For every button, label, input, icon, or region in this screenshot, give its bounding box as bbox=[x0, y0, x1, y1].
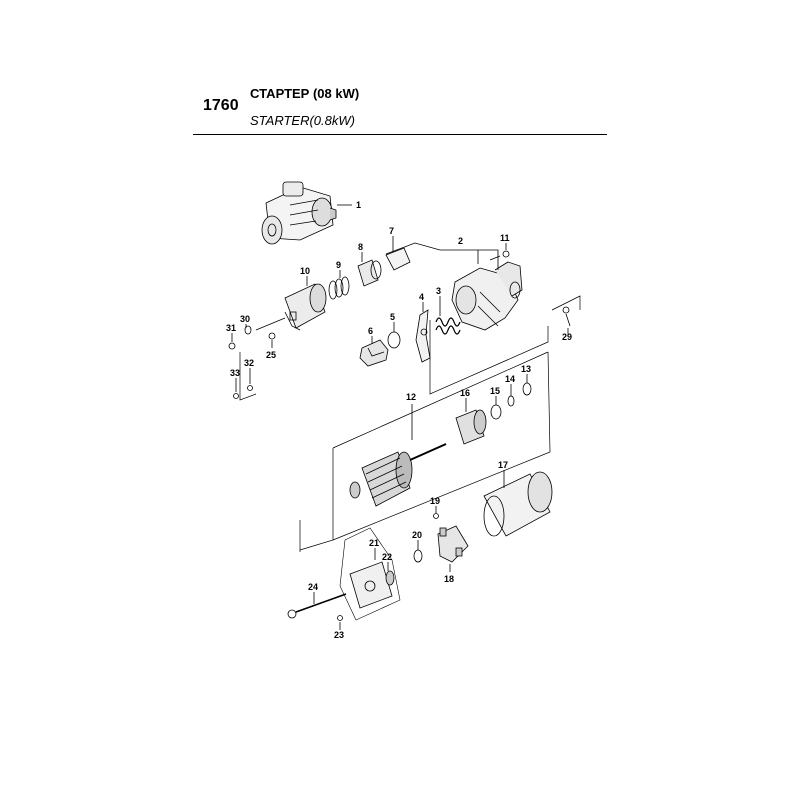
title-english: STARTER(0.8kW) bbox=[250, 113, 355, 128]
part-return-spring bbox=[328, 276, 350, 300]
callout-10: 10 bbox=[300, 266, 310, 276]
callout-24: 24 bbox=[308, 582, 318, 592]
part-clip-14 bbox=[507, 395, 515, 407]
callout-20: 20 bbox=[412, 530, 422, 540]
assembly-guide-lines bbox=[239, 242, 581, 621]
callout-11: 11 bbox=[500, 233, 510, 243]
part-pinion bbox=[455, 409, 487, 445]
callout-21: 21 bbox=[369, 538, 379, 548]
part-yoke bbox=[483, 471, 553, 537]
callout-25: 25 bbox=[266, 350, 276, 360]
part-ring-13 bbox=[522, 382, 532, 396]
callout-22: 22 bbox=[382, 552, 392, 562]
part-bolt-29 bbox=[562, 306, 571, 327]
callout-5: 5 bbox=[390, 312, 395, 322]
callout-30: 30 bbox=[240, 314, 250, 324]
part-through-bolt bbox=[287, 593, 347, 619]
callout-6: 6 bbox=[368, 326, 373, 336]
callout-23: 23 bbox=[334, 630, 344, 640]
part-solenoid bbox=[284, 283, 327, 331]
part-plunger-block bbox=[359, 339, 389, 367]
part-plunger bbox=[357, 259, 382, 287]
callout-33: 33 bbox=[230, 368, 240, 378]
callout-15: 15 bbox=[490, 386, 500, 396]
part-nut-25 bbox=[268, 332, 276, 340]
callout-31: 31 bbox=[226, 323, 236, 333]
part-screw-32 bbox=[247, 385, 253, 391]
part-starter-assembly bbox=[261, 181, 337, 245]
callout-14: 14 bbox=[505, 374, 515, 384]
callout-3: 3 bbox=[436, 286, 441, 296]
callout-17: 17 bbox=[498, 460, 508, 470]
part-nut-31 bbox=[228, 342, 236, 350]
callout-7: 7 bbox=[389, 226, 394, 236]
callout-4: 4 bbox=[419, 292, 424, 302]
callout-13: 13 bbox=[521, 364, 531, 374]
part-screw-23 bbox=[337, 615, 343, 621]
callout-1: 1 bbox=[356, 200, 361, 210]
part-seal bbox=[385, 247, 411, 271]
part-screw-11 bbox=[489, 250, 510, 261]
page-number: 1760 bbox=[203, 97, 239, 114]
part-armature bbox=[349, 443, 447, 507]
title-russian: СТАРТЕР (08 kW) bbox=[250, 86, 360, 101]
part-washer-30 bbox=[244, 325, 252, 335]
callout-29: 29 bbox=[562, 332, 572, 342]
callout-2: 2 bbox=[458, 236, 463, 246]
callout-9: 9 bbox=[336, 260, 341, 270]
callout-16: 16 bbox=[460, 388, 470, 398]
page-header: 1760 СТАРТЕР (08 kW) STARTER(0.8kW) bbox=[193, 80, 607, 136]
callout-18: 18 bbox=[444, 574, 454, 584]
part-washer-15 bbox=[490, 404, 502, 420]
part-washer bbox=[387, 331, 401, 349]
callout-32: 32 bbox=[244, 358, 254, 368]
part-nut-33 bbox=[233, 393, 239, 399]
callout-8: 8 bbox=[358, 242, 363, 252]
header-divider bbox=[193, 134, 607, 135]
part-bushing bbox=[385, 570, 395, 586]
callout-19: 19 bbox=[430, 496, 440, 506]
callout-12: 12 bbox=[406, 392, 416, 402]
part-shift-lever bbox=[415, 309, 431, 363]
part-brush-holder bbox=[437, 525, 469, 563]
part-washer-20 bbox=[413, 549, 423, 563]
part-end-plate bbox=[349, 561, 393, 609]
part-drive-housing bbox=[451, 261, 523, 331]
part-screw-19 bbox=[433, 513, 439, 519]
part-spring bbox=[435, 317, 461, 335]
